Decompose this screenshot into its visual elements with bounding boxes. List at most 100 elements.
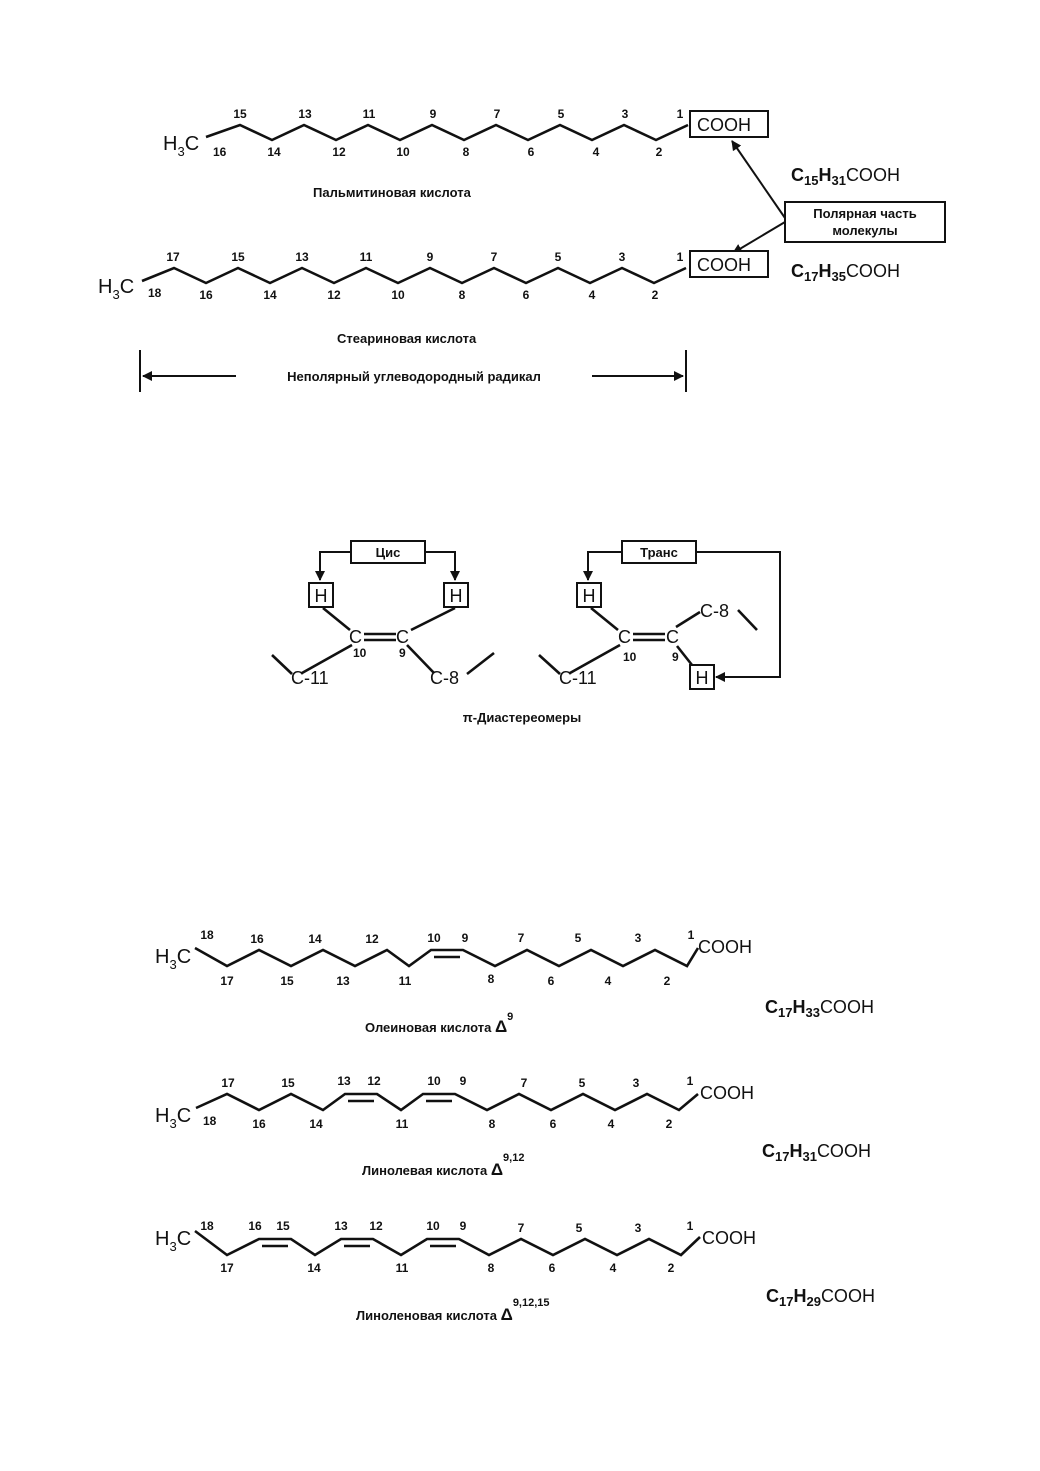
cis-bond-h-right	[410, 606, 456, 632]
trans-bond-c11	[569, 643, 621, 675]
linoleic-num-top-8: 3	[633, 1076, 640, 1090]
cis-h-left: H	[315, 586, 328, 606]
cis-c10: C	[349, 627, 362, 647]
cis-num10: 10	[353, 646, 367, 660]
cis-bond-h-left	[322, 606, 351, 632]
polar-line2: молекулы	[832, 223, 897, 238]
linolenic-num-top-2: 15	[276, 1219, 290, 1233]
stearic-num-top-5: 7	[491, 250, 498, 264]
oleic-num-bottom-2: 13	[336, 974, 350, 988]
linolenic-num-bottom-2: 11	[396, 1261, 409, 1275]
palmitic-num-top-5: 5	[558, 107, 565, 121]
oleic-num-bottom-7: 2	[664, 974, 671, 988]
oleic-num-bottom-5: 6	[548, 974, 555, 988]
linoleic-num-bottom-1: 14	[309, 1117, 323, 1131]
palmitic-num-bottom-1: 12	[332, 145, 346, 159]
cis-arrow-left	[315, 551, 351, 581]
trans-bond-h-bottom	[675, 645, 694, 666]
linoleic-num-top-7: 5	[579, 1076, 586, 1090]
trans-bond-h-top	[590, 606, 619, 632]
palmitic-num-top-7: 1	[677, 107, 684, 121]
stearic-num-top-3: 11	[360, 250, 373, 264]
stearic-num-bottom-3: 10	[391, 288, 405, 302]
stearic-c18: 18	[148, 286, 162, 300]
cis-bond-c11	[301, 643, 353, 675]
oleic-num-top-4: 10	[427, 931, 441, 945]
oleic-num-top-8: 3	[635, 931, 642, 945]
linoleic-formula: C17H31COOH	[762, 1141, 871, 1164]
oleic-num-top-7: 5	[575, 931, 582, 945]
linoleic-c18: 18	[203, 1114, 217, 1128]
linoleic-num-top-6: 7	[521, 1076, 528, 1090]
trans-arrow-right	[696, 551, 781, 682]
palmitic-num-bottom-0: 14	[267, 145, 281, 159]
cis-h-right: H	[450, 586, 463, 606]
palmitic-cooh-box	[689, 110, 769, 138]
palmitic-num-top-2: 11	[363, 107, 376, 121]
oleic-h3c: H3C	[155, 946, 191, 972]
stearic-h3c: H3C	[98, 276, 134, 302]
palmitic-num-top-4: 7	[494, 107, 501, 121]
linoleic-num-bottom-2: 11	[396, 1117, 409, 1131]
polar-part: Полярная часть молекулы	[731, 140, 946, 254]
linolenic-num-top-4: 12	[369, 1219, 383, 1233]
cis-bond-c8	[406, 644, 435, 674]
polar-line1: Полярная часть	[813, 206, 916, 221]
oleic-name: Олеиновая кислота Δ9	[365, 1011, 513, 1036]
palmitic-name: Пальмитиновая кислота	[313, 185, 472, 200]
linolenic-num-bottom-1: 14	[307, 1261, 321, 1275]
palmitic-num-bottom-2: 10	[396, 145, 410, 159]
cis-c8-label: C-8	[430, 668, 459, 688]
nonpolar-span: Неполярный углеводородный радикал	[139, 350, 687, 392]
stearic-num-bottom-5: 6	[523, 288, 530, 302]
cis-c9: C	[396, 627, 409, 647]
linolenic-name: Линоленовая кислота Δ9,12,15	[356, 1297, 550, 1324]
stearic-num-bottom-2: 12	[327, 288, 341, 302]
linolenic-num-bottom-6: 2	[668, 1261, 675, 1275]
cis-bond-c11-tail	[271, 654, 293, 675]
stearic-cooh: COOH	[697, 255, 751, 275]
oleic-num-top-5: 9	[462, 931, 469, 945]
oleic-chain	[194, 946, 700, 968]
linolenic-num-top-9: 3	[635, 1221, 642, 1235]
stearic-num-top-4: 9	[427, 250, 434, 264]
trans-bond-c8	[675, 610, 701, 629]
linoleic-num-bottom-6: 2	[666, 1117, 673, 1131]
cis-h-right-box	[443, 582, 469, 608]
linolenic-num-top-1: 16	[248, 1219, 262, 1233]
linoleic-num-bottom-4: 6	[550, 1117, 557, 1131]
stearic-num-bottom-0: 16	[199, 288, 213, 302]
linoleic-num-top-1: 15	[281, 1076, 295, 1090]
stearic-cooh-box	[689, 250, 769, 278]
linoleic-num-top-5: 9	[460, 1074, 467, 1088]
palmitic-num-top-3: 9	[430, 107, 437, 121]
stearic-num-top-0: 17	[166, 250, 180, 264]
linolenic-num-bottom-3: 8	[488, 1261, 495, 1275]
stearic-num-top-1: 15	[231, 250, 245, 264]
oleic-num-bottom-4: 8	[488, 972, 495, 986]
polar-box	[784, 201, 946, 243]
linoleic-num-top-3: 12	[367, 1074, 381, 1088]
linoleic-num-bottom-0: 16	[252, 1117, 266, 1131]
linoleic-num-top-0: 17	[221, 1076, 235, 1090]
oleic-num-top-0: 18	[200, 928, 214, 942]
trans-isomer: Транс H H C C 10 9 C-11 C-8	[538, 540, 781, 690]
linolenic-num-top-8: 5	[576, 1221, 583, 1235]
polar-arrow-stearic	[732, 221, 786, 254]
stearic-num-bottom-7: 2	[652, 288, 659, 302]
trans-bond-c8-tail	[737, 609, 758, 631]
trans-c8-label: C-8	[700, 601, 729, 621]
linolenic-num-top-0: 18	[200, 1219, 214, 1233]
trans-num10: 10	[623, 650, 637, 664]
linoleic-cooh: COOH	[700, 1083, 754, 1103]
linoleic-num-bottom-3: 8	[489, 1117, 496, 1131]
cis-bond-c8-tail	[466, 651, 495, 676]
oleic-num-bottom-1: 15	[280, 974, 294, 988]
